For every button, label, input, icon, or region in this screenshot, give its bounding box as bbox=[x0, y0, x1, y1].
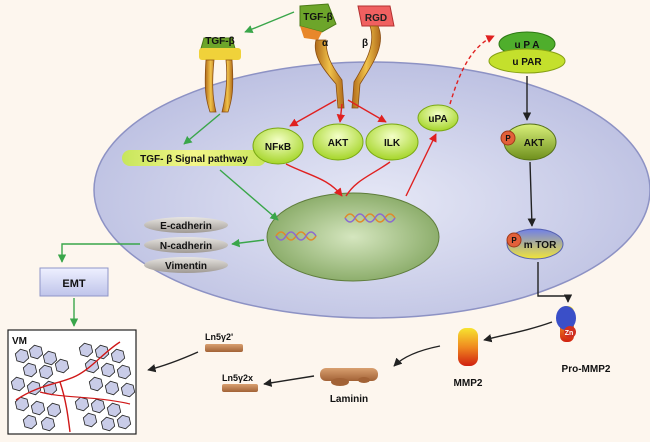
vm-cell-icon bbox=[22, 362, 38, 378]
tgfb-pathway-label: TGF- β Signal pathway bbox=[140, 154, 248, 165]
pro-mmp2-shape bbox=[556, 306, 576, 342]
vm-cell-icon bbox=[110, 348, 126, 364]
e-cadherin-node bbox=[144, 217, 228, 233]
dna-icon bbox=[275, 213, 396, 241]
nfkb-node bbox=[252, 127, 304, 165]
laminin-bump bbox=[358, 377, 370, 383]
tgfb-pathway-box bbox=[122, 150, 266, 166]
tgfb-receptor-label: TGF-β bbox=[205, 36, 234, 47]
vm-cell-icon bbox=[82, 412, 98, 428]
vm-cell-icon bbox=[104, 380, 120, 396]
mtor-label: m TOR bbox=[524, 240, 557, 251]
vm-cell-icon bbox=[10, 376, 26, 392]
vimentin-label: Vimentin bbox=[165, 261, 207, 272]
vm-cell-icon bbox=[28, 344, 44, 360]
upa-top-label: u P A bbox=[514, 40, 539, 51]
vm-cell-icon bbox=[116, 364, 132, 380]
upar-label: u PAR bbox=[512, 57, 542, 68]
vm-cell-icon bbox=[30, 400, 46, 416]
beta-label: β bbox=[362, 38, 368, 49]
upa-cell-label: uPA bbox=[428, 114, 447, 125]
vm-cell-icon bbox=[78, 342, 94, 358]
ilk-node bbox=[365, 123, 419, 161]
vm-cell-icon bbox=[54, 358, 70, 374]
vm-cell-icon bbox=[42, 350, 58, 366]
e-cadherin-label: E-cadherin bbox=[160, 221, 212, 232]
vm-cell-icon bbox=[14, 396, 30, 412]
mmp2-shape bbox=[458, 328, 478, 366]
black-arrows bbox=[147, 76, 573, 387]
vm-cell-icon bbox=[74, 396, 90, 412]
p2-label: P bbox=[511, 236, 517, 245]
vm-cell-icon bbox=[94, 344, 110, 360]
vm-cell-icon bbox=[100, 416, 116, 432]
ln-top-label: Ln5γ2' bbox=[205, 332, 233, 342]
vm-cell-icon bbox=[120, 382, 136, 398]
vm-cell-icon bbox=[40, 416, 56, 432]
upa-cell-node bbox=[417, 104, 459, 132]
vm-cell-icon bbox=[14, 348, 30, 364]
upar-node bbox=[488, 48, 566, 74]
vm-cell-icon bbox=[100, 362, 116, 378]
mtor-node bbox=[506, 228, 564, 260]
ln-bottom-fragment bbox=[222, 384, 258, 392]
phospho-icon bbox=[500, 130, 516, 146]
pro-mmp2-label: Pro-MMP2 bbox=[562, 364, 611, 375]
tgfb-ligand-label: TGF-β bbox=[303, 12, 332, 23]
phospho-icon bbox=[506, 232, 522, 248]
laminin-label: Laminin bbox=[330, 394, 368, 405]
red-arrows bbox=[285, 35, 495, 197]
vm-cell-icon bbox=[88, 376, 104, 392]
emt-label: EMT bbox=[62, 278, 86, 290]
akt-center-label: AKT bbox=[328, 138, 349, 149]
vm-cell-icon bbox=[38, 364, 54, 380]
emt-box bbox=[39, 267, 109, 297]
vm-label: VM bbox=[12, 336, 27, 347]
green-arrows bbox=[57, 11, 295, 327]
alpha-label: α bbox=[322, 38, 329, 49]
ln-bottom-label: Ln5γ2x bbox=[222, 373, 253, 383]
vm-cell-cluster bbox=[10, 342, 136, 432]
vm-cell-icon bbox=[22, 414, 38, 430]
vm-cell-icon bbox=[90, 398, 106, 414]
zn-label: Zn bbox=[565, 330, 574, 337]
tgfb-receptor: TGF-β bbox=[199, 36, 241, 113]
mmp2-label: MMP2 bbox=[454, 378, 483, 389]
vm-cell-icon bbox=[116, 414, 132, 430]
n-cadherin-label: N-cadherin bbox=[160, 241, 212, 252]
ln-top-fragment bbox=[205, 344, 243, 352]
ilk-label: ILK bbox=[384, 138, 401, 149]
vm-panel: VM bbox=[7, 329, 137, 435]
rgd-label: RGD bbox=[365, 13, 387, 24]
vm-cell-icon bbox=[106, 402, 122, 418]
n-cadherin-node bbox=[144, 237, 228, 253]
vimentin-node bbox=[144, 257, 228, 273]
akt-right-label: AKT bbox=[524, 138, 545, 149]
nucleus bbox=[266, 192, 440, 282]
vm-cell-icon bbox=[46, 402, 62, 418]
akt-center-node bbox=[312, 123, 364, 161]
laminin-bump bbox=[331, 378, 349, 386]
nfkb-label: NFκB bbox=[265, 142, 291, 153]
integrin-receptor: TGF-β RGD α β bbox=[299, 3, 395, 109]
p1-label: P bbox=[505, 134, 511, 143]
